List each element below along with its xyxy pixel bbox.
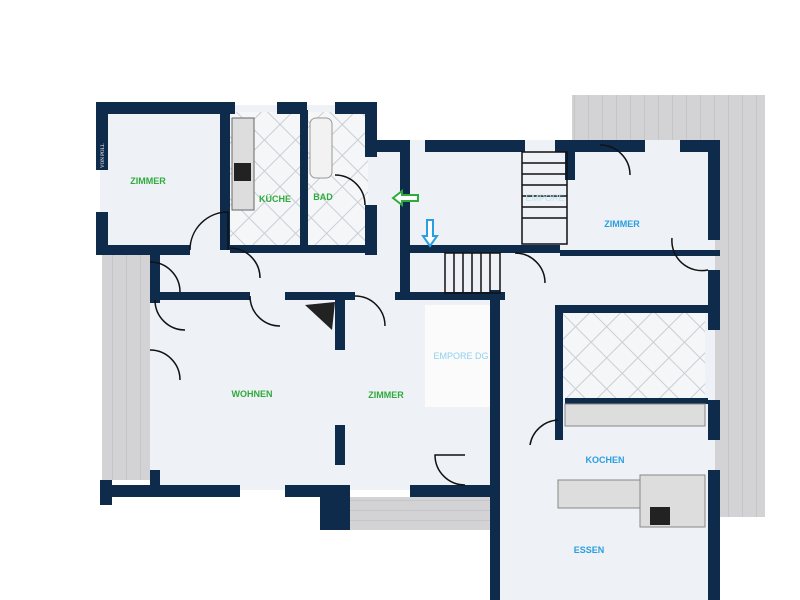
bath2-tiles xyxy=(562,310,705,400)
entry-arrow-icon xyxy=(391,188,419,208)
kitchen-counter-right xyxy=(639,474,706,528)
stove-icon xyxy=(234,163,251,181)
room-label-zimmer-right: ZIMMER xyxy=(604,219,640,229)
room-label-bad: BAD xyxy=(313,192,333,202)
door-swings xyxy=(149,144,709,486)
room-label-empore: EMPORE xyxy=(525,193,564,203)
empore-dg-area xyxy=(425,305,497,407)
room-label-kueche: KÜCHE xyxy=(259,194,291,204)
bath-counter xyxy=(564,403,706,427)
kitchen-island xyxy=(557,479,641,509)
terrace-bottom xyxy=(350,497,490,530)
down-arrow-icon xyxy=(421,219,439,248)
room-label-zimmer-top-left: ZIMMER xyxy=(130,176,166,186)
von-poll-logo: VON POLL xyxy=(96,142,108,170)
logo-text: VON POLL xyxy=(101,143,106,168)
stairs-upper xyxy=(521,151,568,245)
room-label-empore-dg: EMPORE DG xyxy=(433,351,488,361)
room-label-kochen: KOCHEN xyxy=(585,455,624,465)
room-label-zimmer-center: ZIMMER xyxy=(368,390,404,400)
bathtub-icon xyxy=(309,117,333,179)
fireplace-icon xyxy=(305,302,335,330)
room-label-wohnen: WOHNEN xyxy=(232,389,273,399)
room-label-essen: ESSEN xyxy=(574,545,605,555)
stove-icon-right xyxy=(650,507,670,525)
stairs-lower xyxy=(444,252,501,294)
terrace-left xyxy=(102,255,150,480)
